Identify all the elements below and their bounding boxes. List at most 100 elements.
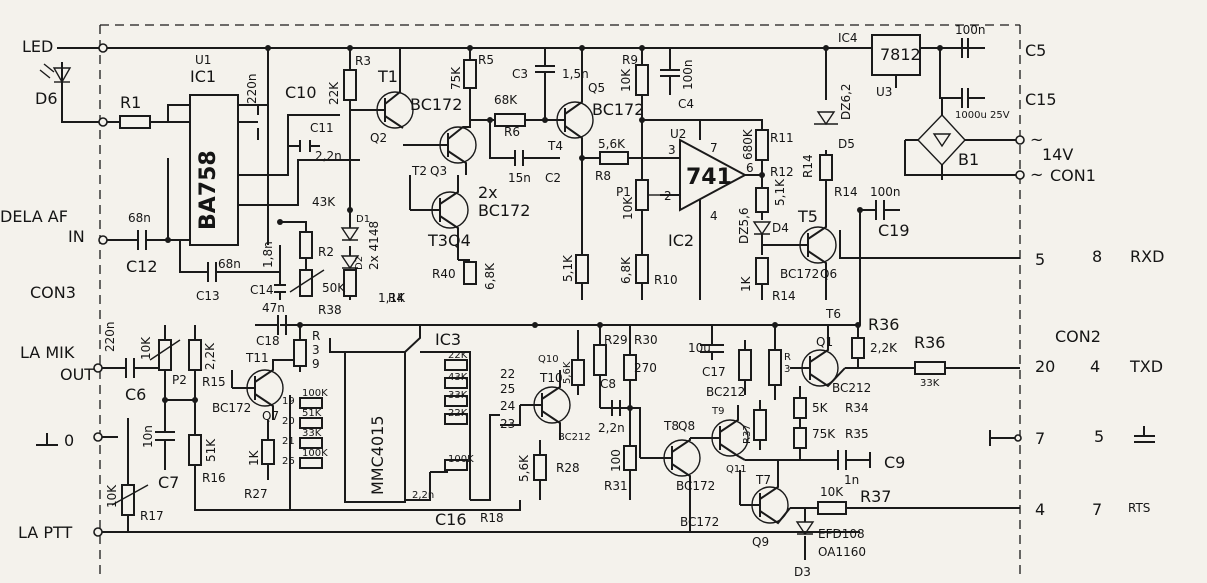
- capacitor-c11: C11 2,2n: [238, 114, 360, 206]
- pin-txd-b: 4: [1090, 357, 1100, 376]
- pin-rts-b: 7: [1092, 500, 1102, 519]
- diode-d3: EFD108 OA1160 D3: [794, 508, 866, 579]
- ic1-body: [189, 94, 239, 246]
- resistor-r12: R12 5,1K: [755, 165, 794, 220]
- c12-ref: C12: [126, 257, 158, 276]
- t7-part: BC172: [680, 515, 719, 529]
- q2-label: Q2: [370, 131, 387, 145]
- r41-ref: R36: [914, 333, 945, 352]
- af-in-label-2: IN: [68, 227, 85, 246]
- ic3-r1-value: 22K: [448, 350, 468, 361]
- ic3-ref-20: 20: [282, 416, 295, 427]
- ptt-terminal: [93, 527, 103, 537]
- ic3-ref-19: 19: [282, 396, 295, 407]
- zener-d4: DZ5,6 D4: [737, 207, 789, 255]
- con1-label: CON1: [1050, 166, 1096, 185]
- q6-label: Q6: [820, 267, 837, 281]
- t1-label: T1: [377, 67, 398, 86]
- transistor-t7: T7 BC172 Q9: [680, 460, 791, 549]
- c17-ref: C17: [702, 365, 726, 379]
- ic1-ref: IC1: [190, 67, 216, 86]
- ground-0-label: 0: [64, 431, 74, 450]
- resistor-10k-t9: [738, 340, 752, 395]
- t3-label: T3: [427, 231, 448, 250]
- connector-mic-out: LA MIK OUT: [20, 343, 103, 384]
- r1-label: R1: [120, 93, 141, 112]
- r38-ref: R38: [318, 303, 342, 317]
- rts-label: RTS: [1128, 501, 1150, 515]
- resistor-r38: 50K R38: [289, 269, 346, 317]
- ic3-l4-value: 100K: [302, 448, 328, 459]
- c6-value: 220n: [103, 321, 117, 352]
- resistor-r15: 2,2K R15: [165, 325, 226, 401]
- ic2-body: [679, 138, 748, 212]
- c16-ref: C16: [435, 510, 467, 529]
- supply-label: 14V: [1042, 145, 1073, 164]
- q5-label: Q5: [588, 81, 605, 95]
- pin-gnd-a: 7: [1035, 429, 1045, 448]
- d6-label: D6: [35, 89, 58, 108]
- resistor-r1: R1: [107, 93, 168, 129]
- pin-gnd-b: 5: [1094, 427, 1104, 446]
- q10-label: Q10: [538, 354, 559, 365]
- transistor-t6: Q1 BC212 T6: [790, 307, 871, 395]
- q9-label: Q9: [752, 535, 769, 549]
- ic3-res-ref-25: 25: [500, 382, 515, 396]
- t8-label: T8: [663, 419, 679, 433]
- c10-ref: C10: [285, 83, 317, 102]
- d1-label: D1: [356, 214, 370, 225]
- t8-part: BC172: [676, 479, 715, 493]
- capacitor-c10: 220n C10: [238, 73, 317, 140]
- connector-led: LED D6: [22, 37, 108, 127]
- ic1-part: BA758: [196, 150, 221, 230]
- c9-ref: C9: [884, 453, 905, 472]
- ic2-ref: IC2: [668, 231, 694, 250]
- ic3-body: [344, 351, 406, 503]
- r28-ref: R28: [556, 461, 580, 475]
- af-in-label-1: DELA AF: [0, 207, 68, 226]
- t6-part: BC212: [832, 381, 871, 395]
- d4-label: D4: [772, 221, 789, 235]
- c4-value: 100n: [681, 59, 695, 90]
- capacitor-c9: 1n C9: [745, 450, 905, 487]
- ic3-r4-value: 22K: [448, 408, 468, 419]
- c2-ref: C2: [545, 171, 561, 185]
- q4-label: Q4: [448, 231, 471, 250]
- ic3-l1-value: 100K: [302, 388, 328, 399]
- connector-ground-pins: 7 5: [989, 426, 1155, 448]
- resistor-r10: 6,8K R10: [619, 254, 678, 300]
- transistor-t5: T5 BC172 Q6: [762, 207, 837, 300]
- ic3-ref: IC3: [435, 330, 461, 349]
- r31-value: 100: [609, 449, 623, 472]
- pin-txd-a: 20: [1035, 357, 1055, 376]
- resistor-r30: R30 270: [600, 325, 658, 409]
- zener-d5: DZ6,2 D5: [814, 83, 855, 151]
- t6-label: T6: [825, 307, 841, 321]
- resistor-r2: 43K R2: [280, 195, 336, 270]
- r2-ref: R2: [318, 245, 334, 259]
- transistor-t8: T8 Q8 BC172: [640, 419, 715, 532]
- c7-ref: C7: [158, 473, 179, 492]
- resistor-r3: R3 22K: [327, 48, 371, 210]
- c15-ref: C15: [1025, 90, 1057, 109]
- ic3-resistor-ladder-left: 100K 51K 33K 100K 19 20 21 26: [282, 388, 340, 511]
- d3-part-2: OA1160: [818, 545, 866, 559]
- t10-label: T10: [539, 371, 563, 385]
- d3-label: D3: [794, 565, 811, 579]
- ptt-label: LA PTT: [18, 523, 72, 542]
- ic2-pin7: 7: [710, 141, 718, 155]
- ic4-part: 7812: [880, 45, 921, 64]
- c19-value: 100n: [870, 185, 901, 199]
- resistor-r6: 68K R6: [470, 93, 560, 139]
- r18-ref: R18: [480, 511, 504, 525]
- bridge-b1: B1: [904, 98, 1020, 180]
- resistor-r40: R40 6,8K: [432, 259, 497, 290]
- r11-value: 680K: [741, 128, 755, 160]
- resistor-r11: R11 680K: [700, 119, 794, 175]
- r9-ref: R9: [622, 53, 638, 67]
- c11-ref: C11: [310, 121, 334, 135]
- b1-label: B1: [958, 150, 979, 169]
- r14-value: R14: [801, 154, 815, 178]
- resistor-r14: R14 R14: [801, 48, 858, 210]
- resistor-r9: R9 10K: [619, 48, 701, 140]
